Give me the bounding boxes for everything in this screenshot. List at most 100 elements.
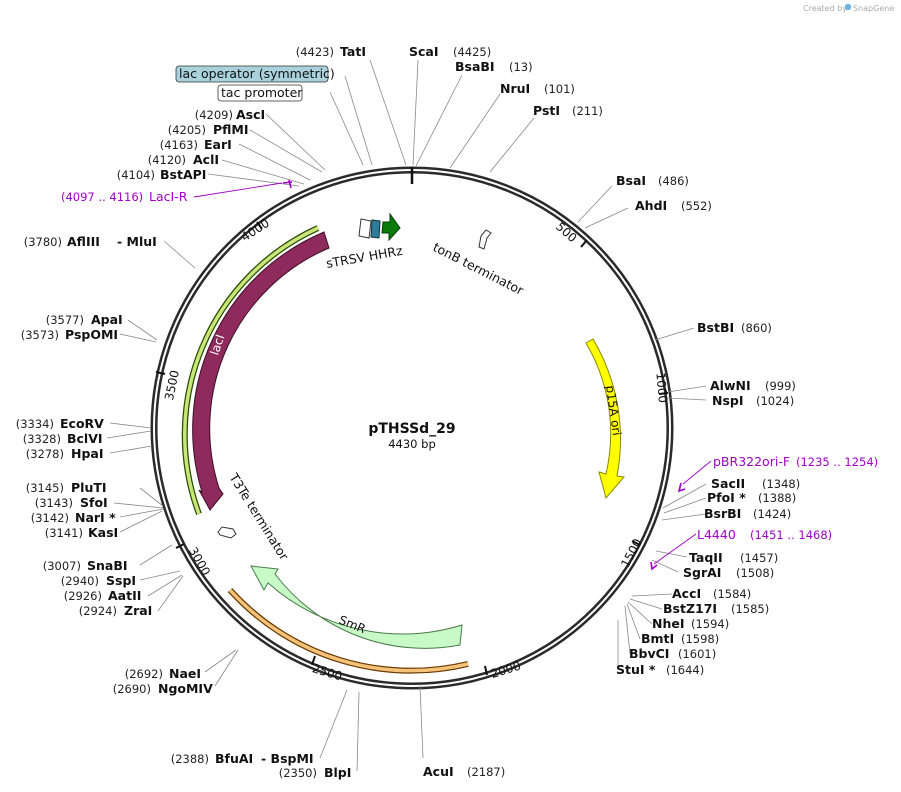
site-name-asci: AscI — [236, 107, 265, 122]
site-name-naei: NaeI — [169, 666, 201, 681]
site-pos-apai: (3577) — [46, 313, 84, 327]
laci-r-name[interactable]: LacI-R — [149, 189, 188, 204]
site-name-apai: ApaI — [91, 312, 123, 327]
lac-operator-label: lac operator (symmetric) — [179, 66, 335, 81]
site-pos-acli: (4120) — [148, 153, 186, 167]
site-pos-alwni: (999) — [765, 379, 796, 393]
site-pos-kasi: (3141) — [45, 526, 83, 540]
site-pos-acui: (2187) — [467, 765, 505, 779]
credit-text: Created by — [803, 4, 847, 13]
tac-promoter-box[interactable] — [217, 84, 303, 102]
site-name-bsabi: BsaBI — [455, 59, 495, 74]
site-name-bstz17i: BstZ17I — [663, 601, 717, 616]
site-name-kasi: KasI — [88, 525, 118, 540]
tick-label-2000: 2000 — [489, 659, 522, 681]
laci-r-primer-mark — [282, 181, 293, 184]
site-pos-taqii: (1457) — [740, 551, 778, 565]
site-pos-sacii: (1348) — [762, 477, 800, 491]
site-pos-bfuai: (2388) — [171, 752, 209, 766]
t3te-terminator-label: T3Te terminator — [226, 470, 292, 564]
site-pos-acci: (1584) — [713, 587, 751, 601]
tick-label-1000: 1000 — [653, 372, 670, 404]
tac-promoter-label: tac promoter — [221, 85, 303, 100]
site-name-scai: ScaI — [409, 44, 439, 59]
site-pos-ngomiv: (2690) — [113, 682, 151, 696]
site-name-pluti: PluTI — [71, 480, 107, 495]
site-pos-psp0mi: (3573) — [21, 328, 59, 342]
strsv-hhrz-label: sTRSV HHRz — [325, 243, 404, 271]
tick-mark-1500 — [631, 540, 641, 546]
site-pos-blpi: (2350) — [279, 766, 317, 780]
site-name-bstapi: BstAPI — [160, 167, 206, 182]
pbr322ori-f-leader — [682, 460, 712, 485]
laci-primer-bar — [183, 226, 319, 515]
l4440-mark — [650, 561, 658, 571]
snapgene-logo-icon — [844, 3, 852, 11]
plasmid-name: pTHSSd_29 — [368, 421, 455, 437]
site-pos-scai: (4425) — [453, 45, 491, 59]
site-pos-bclvi: (3328) — [23, 432, 61, 446]
shhrz-arrow[interactable] — [381, 212, 401, 242]
site-name-ahdi: AhdI — [635, 198, 667, 213]
site-pos-bsai: (486) — [658, 174, 689, 188]
laci-label: lacI — [208, 333, 228, 357]
site-name-snabi: SnaBI — [87, 558, 128, 573]
site-name-acci: AccI — [672, 586, 701, 601]
tick-mark-2000 — [484, 665, 488, 676]
site-name-nrui: NruI — [500, 81, 530, 96]
site-name-bstbi: BstBI — [697, 320, 734, 335]
tick-label-3500: 3500 — [162, 369, 182, 402]
site-name-bfuai: BfuAI — [215, 751, 253, 766]
site-name-eari: EarI — [204, 137, 232, 152]
site-pos-asci: (4209) — [195, 108, 233, 122]
site-name-bclvi: BclVI — [67, 431, 103, 446]
site-pos-nari: (3142) — [31, 511, 69, 525]
tick-mark-1000 — [658, 392, 669, 395]
site-name-ngomiv: NgoMIV — [158, 681, 213, 696]
site-name-acli: AclI — [193, 152, 219, 167]
site-pos-pfoi: (1388) — [758, 491, 796, 505]
left-enzyme-sites: (4423) TatI (4209) AscI (4205) PflMI (41… — [16, 44, 366, 780]
site-pos-pflmi: (4205) — [168, 123, 206, 137]
site-name-aatii: AatII — [108, 588, 141, 603]
plasmid-size: 4430 bp — [388, 437, 436, 451]
site-name-afliii: AflIII — [67, 234, 100, 249]
site-pos-psti: (211) — [572, 104, 603, 118]
site-pos-nspi: (1024) — [756, 394, 794, 408]
l4440-name[interactable]: L4440 — [697, 527, 736, 542]
smr-arrow[interactable] — [250, 565, 463, 649]
laci-feature-arrow[interactable] — [192, 231, 330, 511]
site-pos-ecorv: (3334) — [16, 417, 54, 431]
site-name-taqii: TaqII — [689, 550, 723, 565]
site-pos-pluti: (3145) — [26, 481, 64, 495]
smr-primer-bar — [228, 588, 469, 673]
site-pos-nhei: (1594) — [691, 617, 729, 631]
site-pos-bmti: (1598) — [681, 632, 719, 646]
laci-r-pos: (4097 .. 4116) — [61, 190, 143, 204]
lac-operator-mark — [358, 218, 372, 239]
pbr322ori-f-pos: (1235 .. 1254) — [796, 455, 878, 469]
site-name-stui: StuI * — [616, 662, 656, 677]
l4440-leader — [653, 533, 697, 565]
site-pos-zrai: (2924) — [79, 604, 117, 618]
site-pos-bstbi: (860) — [741, 321, 772, 335]
site-name-pfoi: PfoI * — [707, 490, 746, 505]
tick-mark-4000 — [256, 221, 263, 230]
site-name-alwni: AlwNI — [710, 378, 751, 393]
site-name-pflmi: PflMI — [213, 122, 249, 137]
site-name-tati: TatI — [340, 44, 366, 59]
tick-mark-3500 — [155, 371, 166, 375]
lac-operator-box[interactable] — [175, 65, 329, 83]
p15a-ori-label: p15A ori — [603, 384, 624, 436]
site-pos-ahdi: (552) — [681, 199, 712, 213]
p15a-ori-arrow[interactable] — [585, 338, 625, 500]
site-name-bbvci: BbvCI — [629, 646, 669, 661]
site-name-nhei: NheI — [652, 616, 685, 631]
site-name-bsrbi: BsrBI — [704, 506, 741, 521]
pbr322ori-f-name[interactable]: pBR322ori-F — [713, 454, 790, 469]
site-pos-bstz17i: (1585) — [731, 602, 769, 616]
tick-label-500: 500 — [553, 219, 579, 245]
site-name-nari: NarI * — [75, 510, 116, 525]
site-alt-mlui: - MluI — [117, 234, 157, 249]
